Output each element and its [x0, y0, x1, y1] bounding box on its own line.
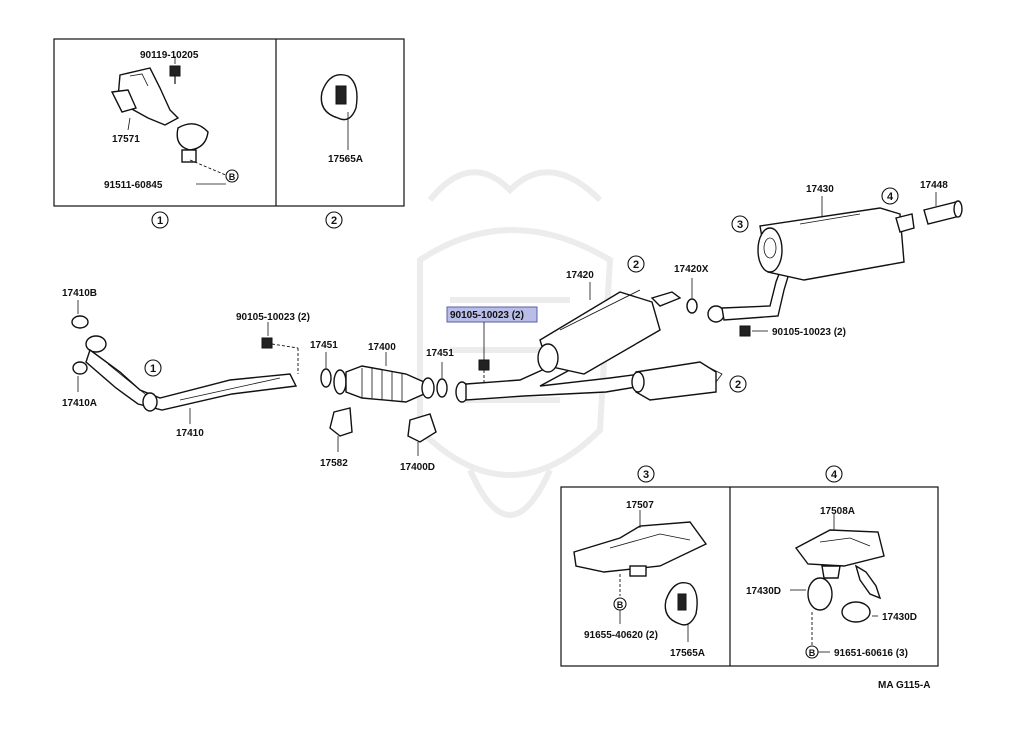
part-label-17420: 17420 [566, 270, 594, 281]
catalytic-converter-17400-drawing [333, 365, 435, 403]
circled-number-2-upper [627, 255, 645, 273]
bolt-marker-b-4-letter: B [809, 648, 816, 658]
part-label-17565A-bottom: 17565A [670, 648, 705, 659]
circled-number-4-main [881, 187, 899, 205]
front-pipe-17410-drawing [71, 315, 298, 412]
part-label-91655-40620: 91655-40620 (2) [584, 630, 658, 641]
circled-number-2-lower-text: 2 [735, 379, 741, 391]
bracket-17571-drawing [110, 65, 229, 177]
bolt-marker-b [225, 169, 239, 183]
circled-number-3-main-text: 3 [737, 219, 743, 231]
part-label-90105-10023-right: 90105-10023 (2) [772, 327, 846, 338]
part-label-90105-10023-left: 90105-10023 (2) [236, 312, 310, 323]
part-label-91511-60845: 91511-60845 [104, 180, 163, 191]
part-label-17582: 17582 [320, 458, 348, 469]
part-label-91651-60616: 91651-60616 (3) [834, 648, 908, 659]
circled-number-4 [825, 465, 843, 483]
part-label-17410A: 17410A [62, 398, 97, 409]
watermark [417, 169, 614, 518]
circled-number-2-lower [729, 375, 747, 393]
heat-shield-17400D [407, 413, 437, 443]
circled-number-2-text: 2 [331, 215, 337, 227]
circled-number-4-text: 4 [831, 469, 838, 481]
circled-number-4-main-text: 4 [887, 191, 894, 203]
part-label-17565A-top: 17565A [328, 154, 363, 165]
inset-box-3-4 [560, 486, 939, 667]
center-pipe-17420-drawing [455, 289, 723, 403]
gasket-17451-right [436, 378, 448, 398]
part-label-90119-10205: 90119-10205 [140, 50, 199, 61]
circled-number-2-upper-text: 2 [633, 259, 639, 271]
highlighted-callout[interactable] [446, 306, 538, 323]
part-label-17448: 17448 [920, 180, 948, 191]
bolt-90105-mid-drawing [478, 322, 490, 384]
part-label-17430: 17430 [806, 184, 834, 195]
part-label-17420X: 17420X [674, 264, 709, 275]
tail-tip-17448-drawing [923, 200, 963, 225]
circled-number-1-main [144, 359, 162, 377]
part-label-90105-10023-mid[interactable]: 90105-10023 (2) [450, 310, 524, 321]
bolt-marker-b-3-letter: B [617, 600, 624, 610]
part-label-17430D-left: 17430D [746, 586, 781, 597]
part-label-17410B: 17410B [62, 288, 97, 299]
hanger-17565A-top-drawing [320, 74, 358, 121]
diagram-code: MA G115-A [878, 680, 930, 691]
bolt-90105-left-drawing [261, 337, 299, 374]
ring-17430D-right [841, 601, 871, 623]
circled-number-1 [151, 211, 169, 229]
bracket-17507-drawing [573, 521, 708, 596]
gasket-17451-left [320, 368, 332, 388]
part-label-17571: 17571 [112, 134, 140, 145]
circled-number-1-text: 1 [157, 215, 163, 227]
circled-number-3-text: 3 [643, 469, 649, 481]
part-label-17508A: 17508A [820, 506, 855, 517]
part-label-17400D: 17400D [400, 462, 435, 473]
ring-17430D-left [807, 577, 833, 611]
part-label-17507: 17507 [626, 500, 654, 511]
bolt-marker-b-letter: B [229, 172, 236, 182]
circled-number-3-main [731, 215, 749, 233]
part-label-17400: 17400 [368, 342, 396, 353]
part-label-17430D-right: 17430D [882, 612, 917, 623]
part-label-17410: 17410 [176, 428, 204, 439]
heat-shield-17582 [329, 407, 353, 437]
part-label-17451-left: 17451 [310, 340, 338, 351]
main-muffler-17430-drawing [707, 207, 915, 323]
leader [127, 117, 131, 131]
gasket-17420X [686, 298, 698, 314]
hanger-17565A-bottom-drawing [664, 582, 698, 626]
part-label-17451-right: 17451 [426, 348, 454, 359]
circled-number-3 [637, 465, 655, 483]
circled-number-1-main-text: 1 [150, 363, 156, 375]
bolt-90105-right [739, 325, 751, 337]
inset-box-1-2 [53, 38, 405, 207]
bracket-17508A-drawing [794, 529, 885, 600]
circled-number-2 [325, 211, 343, 229]
